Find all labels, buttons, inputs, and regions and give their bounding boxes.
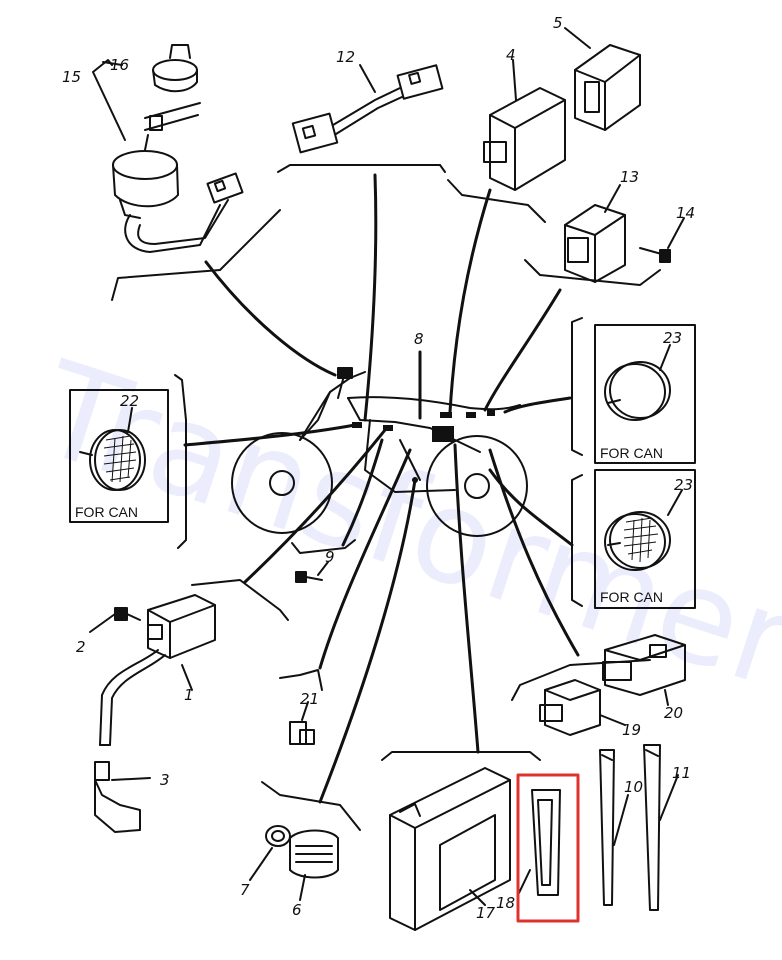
cover-5: [564, 27, 641, 131]
coupler-20: [602, 634, 686, 706]
callout-9: 9: [325, 548, 335, 566]
hatch-fills: [103, 435, 659, 563]
group-brackets: [111, 164, 661, 831]
bolt-2: [89, 607, 141, 633]
plug-cap-3: [94, 761, 151, 833]
callout-5: 5: [553, 14, 563, 32]
callout-15: 15: [62, 68, 81, 86]
battery-17: [389, 767, 511, 931]
box-23-bottom: [594, 469, 696, 609]
callout-12: 12: [336, 48, 355, 66]
callout-11: 11: [672, 764, 691, 782]
highlight-box-18[interactable]: [516, 773, 580, 923]
cable-tie-11: [643, 744, 679, 911]
callout-19: 19: [622, 721, 641, 739]
callout-7: 7: [240, 881, 250, 899]
screw-14: [639, 217, 685, 263]
leader-lines: [183, 173, 580, 804]
callout-20: 20: [664, 704, 683, 722]
callout-10: 10: [624, 778, 643, 796]
callout-18: 18: [496, 894, 515, 912]
for-can-label-23-bottom: FOR CAN: [600, 589, 663, 605]
washer-7: [249, 825, 291, 881]
coupler-19: [539, 679, 626, 736]
harness-connectors: [352, 410, 495, 483]
neutral-switch-6: [289, 829, 339, 901]
callout-14: 14: [676, 204, 695, 222]
for-can-label-22: FOR CAN: [75, 504, 138, 520]
callout-1: 1: [184, 686, 194, 704]
callout-22: 22: [120, 392, 139, 410]
box-22: [69, 389, 169, 523]
callout-23-bottom: 23: [674, 476, 693, 494]
callout-6: 6: [292, 901, 302, 919]
callout-2: 2: [76, 638, 86, 656]
callout-3: 3: [160, 771, 170, 789]
callout-17: 17: [476, 904, 496, 922]
box-23-top: [594, 324, 696, 464]
cdi-unit-4: [483, 59, 566, 191]
wire-harness-12: [291, 64, 444, 154]
callout-16-leader: [102, 61, 123, 66]
callout-13: 13: [620, 168, 639, 186]
callout-16: 16: [110, 56, 129, 74]
callout-8: 8: [414, 330, 424, 348]
fuse-21: [289, 701, 315, 745]
ignition-coil-1: [99, 594, 216, 746]
callout-4: 4: [506, 46, 516, 64]
cable-tie-10: [599, 749, 629, 906]
screw-9: [295, 561, 329, 583]
main-switch-assembly: [112, 44, 244, 253]
for-can-label-23-top: FOR CAN: [600, 445, 663, 461]
callout-21: 21: [300, 690, 319, 708]
battery-band-18: [517, 789, 561, 896]
callout-23-top: 23: [663, 329, 682, 347]
relay-13: [564, 184, 626, 283]
